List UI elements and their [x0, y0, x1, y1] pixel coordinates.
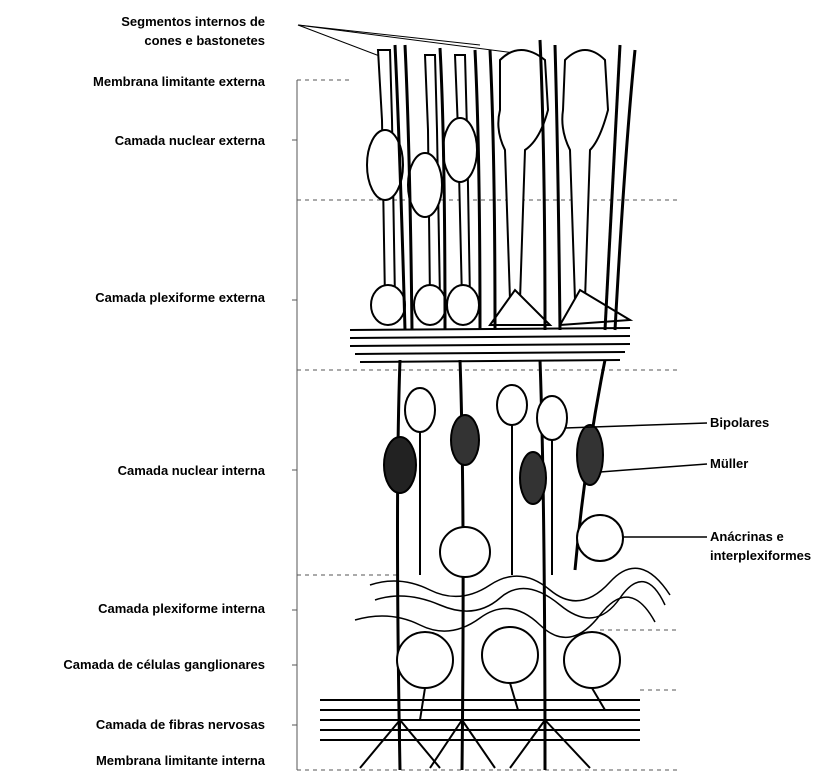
label-nuclear-interna: Camada nuclear interna [118, 463, 265, 479]
label-bipolares: Bipolares [710, 415, 769, 431]
label-plexiforme-externa: Camada plexiforme externa [95, 290, 265, 306]
label-fibras: Camada de fibras nervosas [96, 717, 265, 733]
label-muller: Müller [710, 456, 748, 472]
segmentos-leader-lines [298, 25, 530, 60]
label-segmentos-line2: cones e bastonetes [144, 33, 265, 49]
outer-plexiform-band [350, 328, 630, 362]
muller-endfeet [360, 720, 590, 768]
label-nuclear-externa: Camada nuclear externa [115, 133, 265, 149]
label-plexiforme-interna: Camada plexiforme interna [98, 601, 265, 617]
label-anacrinas-line2: interplexiformes [710, 548, 811, 564]
label-membrana-externa: Membrana limitante externa [93, 74, 265, 90]
label-ganglionares: Camada de células ganglionares [63, 657, 265, 673]
label-membrana-interna: Membrana limitante interna [96, 753, 265, 769]
nerve-fiber-band [320, 700, 640, 740]
label-segmentos-line1: Segmentos internos de [121, 14, 265, 30]
label-anacrinas-line1: Anácrinas e [710, 529, 784, 545]
inner-nuclear-cells [384, 385, 623, 577]
ganglion-cells [397, 627, 620, 720]
